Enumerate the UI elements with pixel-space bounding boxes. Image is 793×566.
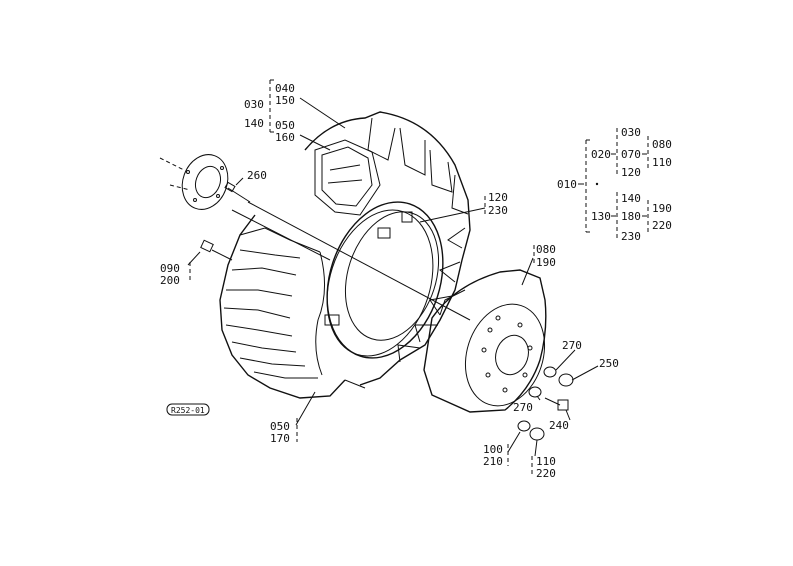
parts-tree: 010 020 030 070 120 080 110 130 140 180 … [557, 126, 672, 243]
callout-270-lower: 270 [513, 401, 533, 414]
callout-080: 080 [536, 243, 556, 256]
callout-090: 090 [160, 262, 180, 275]
tree-120: 120 [621, 166, 641, 179]
tree-180: 180 [621, 210, 641, 223]
tree-220: 220 [652, 219, 672, 232]
callout-230: 230 [488, 204, 508, 217]
callout-210: 210 [483, 455, 503, 468]
callout-190: 190 [536, 256, 556, 269]
callout-050-lower: 050 [270, 420, 290, 433]
callout-240: 240 [549, 419, 569, 432]
callout-brackets [189, 79, 535, 476]
tree-020: 020 [591, 148, 611, 161]
callout-200: 200 [160, 274, 180, 287]
callout-270-upper: 270 [562, 339, 582, 352]
tree-070: 070 [621, 148, 641, 161]
callout-150: 150 [275, 94, 295, 107]
callout-030: 030 [244, 98, 264, 111]
callout-040: 040 [275, 82, 295, 95]
tree-190: 190 [652, 202, 672, 215]
stud-bolt [200, 239, 233, 261]
tree-230: 230 [621, 230, 641, 243]
callout-050: 050 [275, 119, 295, 132]
tree-110: 110 [652, 156, 672, 169]
callout-120: 120 [488, 191, 508, 204]
tree-080: 080 [652, 138, 672, 151]
wheel-disc [423, 269, 547, 413]
tire-bead-opening [314, 139, 381, 216]
hub-cap [159, 154, 251, 210]
wheel-rim [324, 201, 444, 359]
leader-lines [187, 97, 599, 457]
axis-line-2 [231, 209, 331, 261]
callout-100: 100 [483, 443, 503, 456]
tire-inner-half [219, 214, 366, 399]
callouts: 030 040 150 140 050 160 260 090 200 120 … [160, 82, 619, 480]
axis-line-1 [247, 201, 471, 321]
tree-030: 030 [621, 126, 641, 139]
callout-260: 260 [247, 169, 267, 182]
callout-220: 220 [536, 467, 556, 480]
tree-130: 130 [591, 210, 611, 223]
callout-160: 160 [275, 131, 295, 144]
stamp-label: R252-01 [171, 406, 205, 415]
callout-250: 250 [599, 357, 619, 370]
tire-outer-half [304, 111, 471, 386]
callout-110: 110 [536, 455, 556, 468]
tree-010: 010 [557, 178, 577, 191]
tree-140: 140 [621, 192, 641, 205]
callout-140: 140 [244, 117, 264, 130]
callout-170: 170 [270, 432, 290, 445]
drawing-stamp: R252-01 [166, 403, 210, 416]
